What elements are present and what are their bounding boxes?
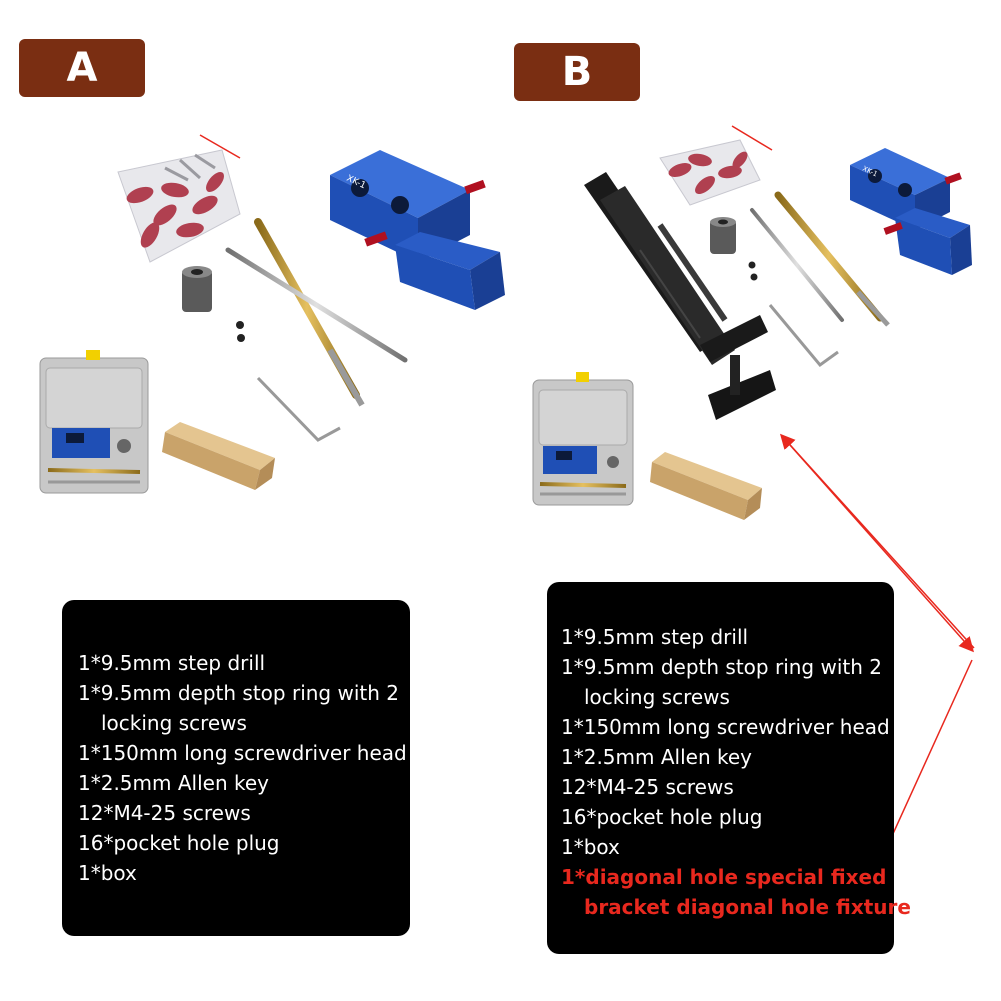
red-pointer-line-a [199,134,241,159]
panel-b-contents: 1*9.5mm step drill 1*9.5mm depth stop ri… [547,582,911,954]
list-item: 1*box [561,835,620,859]
locking-screw-b2 [750,273,758,281]
allen-key-b [768,304,839,368]
list-item: 16*pocket hole plug [561,805,763,829]
list-item: 1*9.5mm step drill [561,625,749,649]
panel-a-photo: XK-1 [39,134,505,494]
panel-a-label: A [19,39,145,97]
depth-stop-ring-b [710,217,736,254]
cardboard-box-a [162,422,275,490]
pocket-hole-jig-b: XK-1 [850,148,972,275]
list-item: 1*9.5mm step drill [78,651,266,675]
list-item: 1*2.5mm Allen key [561,745,752,769]
locking-screw-a1 [236,321,244,329]
plug-bag-b [659,139,761,206]
panel-a-contents: 1*9.5mm step drill 1*9.5mm depth stop ri… [62,600,410,936]
step-drill-a [254,218,365,407]
allen-key-a [256,376,341,442]
depth-stop-ring-a [182,266,212,312]
panel-b-label: B [514,43,640,101]
step-drill-b [774,191,890,327]
screwdriver-bit-a [225,247,408,363]
diagonal-hole-fixture [584,172,776,420]
plug-bag-a [117,149,241,263]
list-item: 1*150mm long screwdriver head [561,715,890,739]
pocket-hole-jig-a: XK-1 [330,150,505,310]
list-item: 16*pocket hole plug [78,831,280,855]
list-item: 12*M4-25 screws [561,775,734,799]
list-item: 1*2.5mm Allen key [78,771,269,795]
panel-b-photo: XK-1 [532,125,975,883]
red-pointer-line-b [731,125,773,151]
list-item: 1*box [78,861,137,885]
cardboard-box-b [650,452,762,520]
locking-screw-a2 [237,334,245,342]
list-item: 12*M4-25 screws [78,801,251,825]
list-item: 1*150mm long screwdriver head [78,741,407,765]
screwdriver-bit-b [750,208,844,322]
storage-box-a [39,350,149,494]
storage-box-b [532,372,634,506]
locking-screw-b1 [748,261,756,269]
